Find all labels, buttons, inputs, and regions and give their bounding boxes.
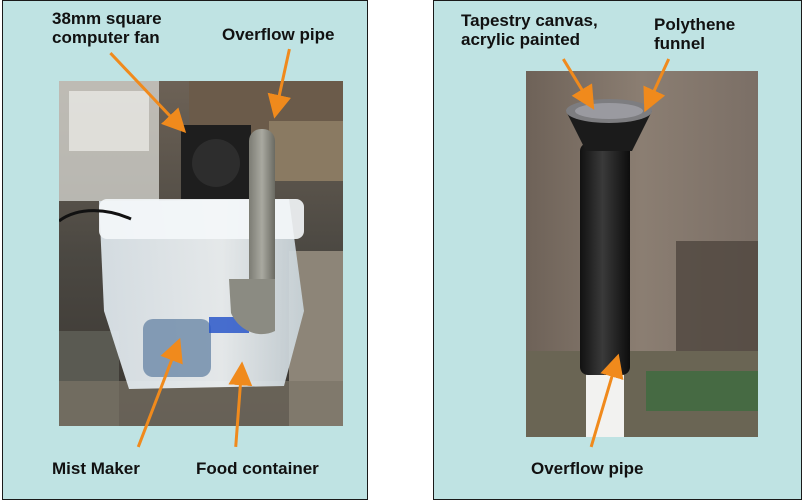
left-figure-panel: 38mm square computer fan Overflow pipe M…: [2, 0, 368, 500]
mist-maker-label: Mist Maker: [52, 459, 140, 478]
overflow-pipe-label-right: Overflow pipe: [531, 459, 644, 478]
humidifier-photo: [59, 81, 343, 426]
overflow-pipe-label-left: Overflow pipe: [222, 25, 335, 44]
humidifier-illustration: [59, 81, 343, 426]
tapestry-label: Tapestry canvas, acrylic painted: [461, 11, 598, 49]
funnel-pipe-photo: [526, 71, 758, 437]
food-container-label: Food container: [196, 459, 319, 478]
fan-label: 38mm square computer fan: [52, 9, 162, 47]
funnel-pipe-illustration: [526, 71, 758, 437]
funnel-label: Polythene funnel: [654, 15, 736, 53]
right-figure-panel: Tapestry canvas, acrylic painted Polythe…: [433, 0, 802, 500]
